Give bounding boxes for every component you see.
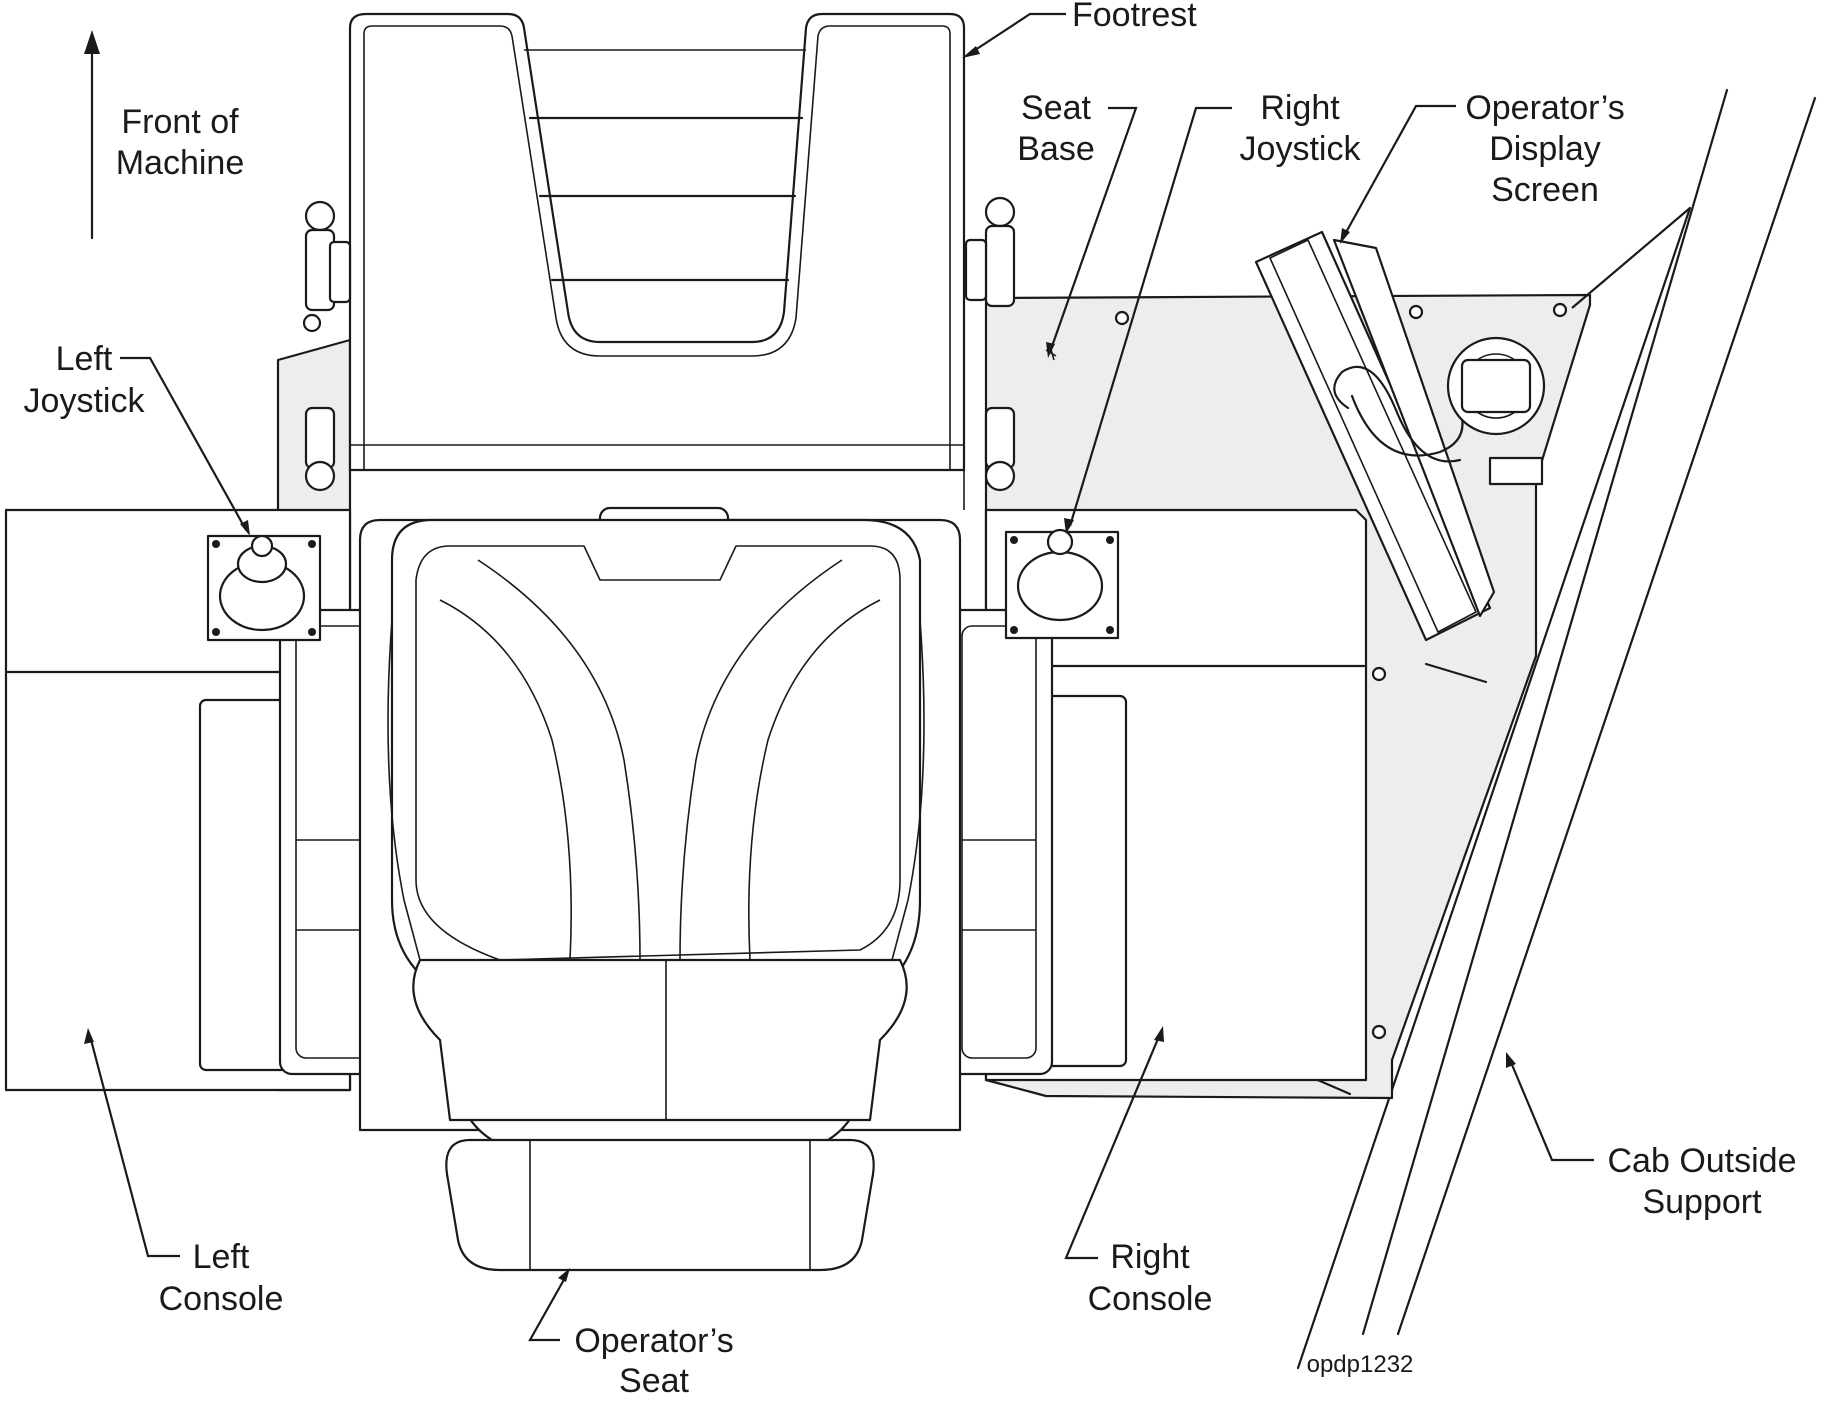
label-right-joystick-1: Right [1260, 89, 1340, 127]
label-right-console-1: Right [1110, 1238, 1190, 1276]
cab-outside-support [1296, 88, 1817, 1370]
label-right-joystick-2: Joystick [1240, 130, 1362, 168]
label-left-console-1: Left [193, 1238, 250, 1276]
operators-seat [358, 506, 962, 1272]
label-display-screen-1: Operator’s [1465, 89, 1624, 127]
label-seat-base-1: Seat [1021, 89, 1091, 127]
label-operators-seat-1: Operator’s [574, 1322, 733, 1360]
left-joystick [206, 534, 322, 642]
label-left-joystick-1: Left [56, 340, 113, 378]
footrest [348, 12, 966, 510]
label-cab-outside-support-1: Cab Outside [1608, 1142, 1797, 1180]
label-left-joystick-2: Joystick [24, 382, 146, 420]
label-front-of-machine-1: Front of [121, 103, 239, 141]
label-display-screen-2: Display [1489, 130, 1600, 168]
label-display-screen-3: Screen [1491, 171, 1599, 209]
front-arrow [84, 30, 100, 240]
footrest-levers [302, 196, 1016, 492]
right-console [944, 508, 1368, 1082]
label-operators-seat-2: Seat [619, 1362, 689, 1396]
operators-display-screen [1254, 230, 1546, 642]
label-cab-outside-support-2: Support [1642, 1183, 1762, 1221]
label-footrest: Footrest [1072, 0, 1197, 34]
figure-id: opdp1232 [1307, 1351, 1414, 1378]
left-console [4, 508, 388, 1092]
label-seat-base-2: Base [1017, 130, 1095, 168]
label-left-console-2: Console [159, 1280, 284, 1318]
labels: Front of Machine Footrest Seat Base Righ… [24, 0, 1797, 1400]
label-front-of-machine-2: Machine [116, 144, 245, 182]
right-joystick [1004, 528, 1120, 640]
leader-lines [84, 12, 1691, 1342]
label-right-console-2: Console [1088, 1280, 1213, 1318]
